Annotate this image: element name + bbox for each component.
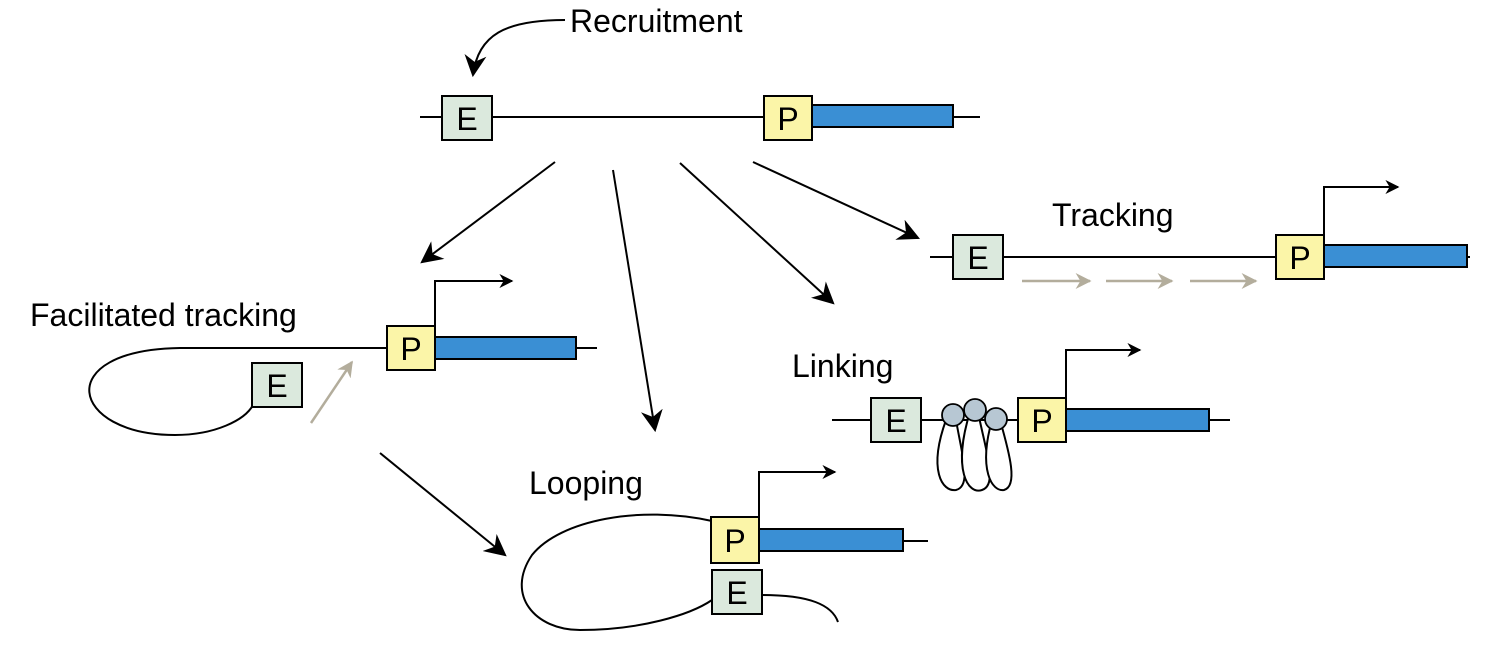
tracking-group: Tracking E P: [930, 180, 1470, 289]
arrow-to-looping: [379, 452, 507, 557]
promoter-label: P: [400, 331, 421, 367]
enhancer-label: E: [885, 403, 906, 439]
recruitment-group: Recruitment E P: [420, 3, 980, 141]
dna-loop: [88, 347, 597, 437]
recruitment-arrow: [464, 19, 566, 78]
promoter-label: P: [777, 101, 798, 137]
facilitated-tracking-label: Facilitated tracking: [30, 297, 297, 333]
tracking-label: Tracking: [1052, 197, 1174, 233]
gene-bar: [811, 104, 954, 128]
enhancer-box: [711, 569, 763, 615]
promoter-box: [1275, 234, 1325, 280]
linking-label: Linking: [792, 348, 893, 384]
dna-loop: [520, 513, 713, 632]
transcription-start-arrow: [434, 274, 514, 326]
looping-label: Looping: [529, 465, 643, 501]
facilitated-tracking-group: Facilitated tracking E P: [30, 274, 597, 437]
promoter-box: [710, 516, 760, 564]
enhancer-box: [870, 397, 922, 443]
protein-icon: [941, 403, 965, 427]
gene-bar: [1065, 408, 1210, 432]
branch-arrow-tracking: [752, 161, 920, 240]
promoter-label: P: [724, 523, 745, 559]
enhancer-box: [441, 95, 493, 141]
gene-bar: [1323, 244, 1468, 268]
branch-arrow-looping: [612, 169, 663, 433]
protein-icon: [963, 398, 987, 422]
promoter-label: P: [1031, 403, 1052, 439]
chromatin-loop: [985, 419, 1013, 492]
branch-arrow-facilitated-tracking: [420, 161, 556, 264]
enhancer-label: E: [266, 368, 287, 404]
promoter-box: [763, 95, 813, 141]
protein-icon: [984, 407, 1008, 431]
transcription-start-arrow: [1323, 180, 1400, 235]
tracking-arrow-icon: [309, 360, 354, 424]
chromatin-loop: [936, 419, 966, 492]
promoter-box: [1017, 397, 1067, 443]
branch-arrow-linking: [679, 162, 835, 305]
enhancer-label: E: [967, 240, 988, 276]
enhancer-label: E: [456, 101, 477, 137]
enhancer-label: E: [726, 575, 747, 611]
enhancer-box: [952, 234, 1004, 280]
gene-bar: [758, 528, 904, 552]
recruitment-label: Recruitment: [570, 3, 743, 39]
linking-group: Linking E P: [792, 343, 1230, 492]
enhancer-box: [251, 362, 303, 408]
gene-bar: [434, 336, 577, 360]
looping-group: Looping P E: [520, 465, 928, 632]
transcription-start-arrow: [758, 465, 837, 517]
transcription-start-arrow: [1065, 343, 1142, 398]
dna-strand: [761, 594, 839, 623]
promoter-label: P: [1289, 240, 1310, 276]
